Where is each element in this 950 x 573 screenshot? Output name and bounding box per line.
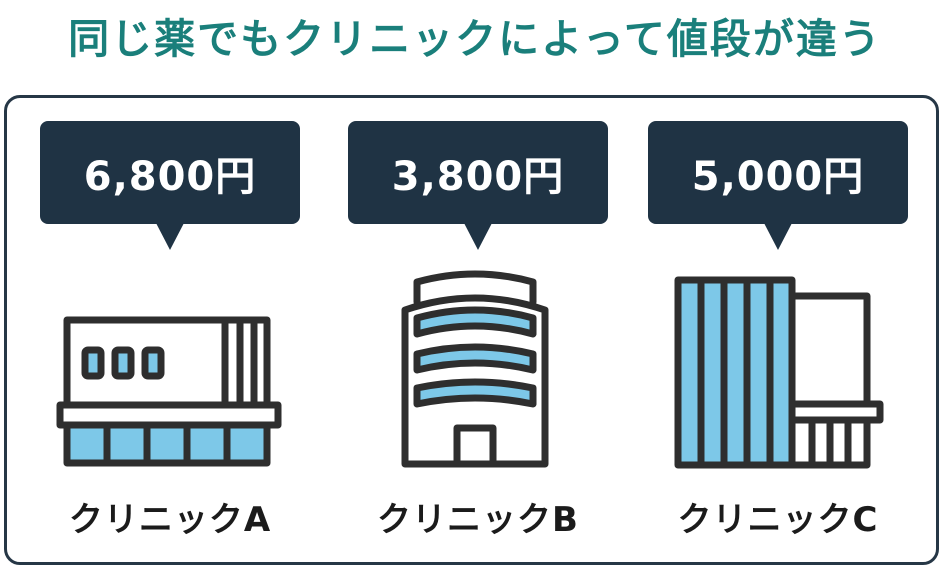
price-bubble-a: 6,800円 <box>40 121 300 250</box>
page-title: 同じ薬でもクリニックによって値段が違う <box>68 15 882 63</box>
highrise-building-icon <box>674 276 884 469</box>
clinic-label-c: クリニックC <box>677 500 879 540</box>
clinic-label-a: クリニックA <box>68 500 272 540</box>
price-bubble-b: 3,800円 <box>348 121 608 250</box>
clinic-building-icon <box>56 316 282 467</box>
price-bubble-c: 5,000円 <box>648 121 908 250</box>
clinic-label-b: クリニックB <box>377 500 579 540</box>
office-tower-icon <box>401 270 549 468</box>
